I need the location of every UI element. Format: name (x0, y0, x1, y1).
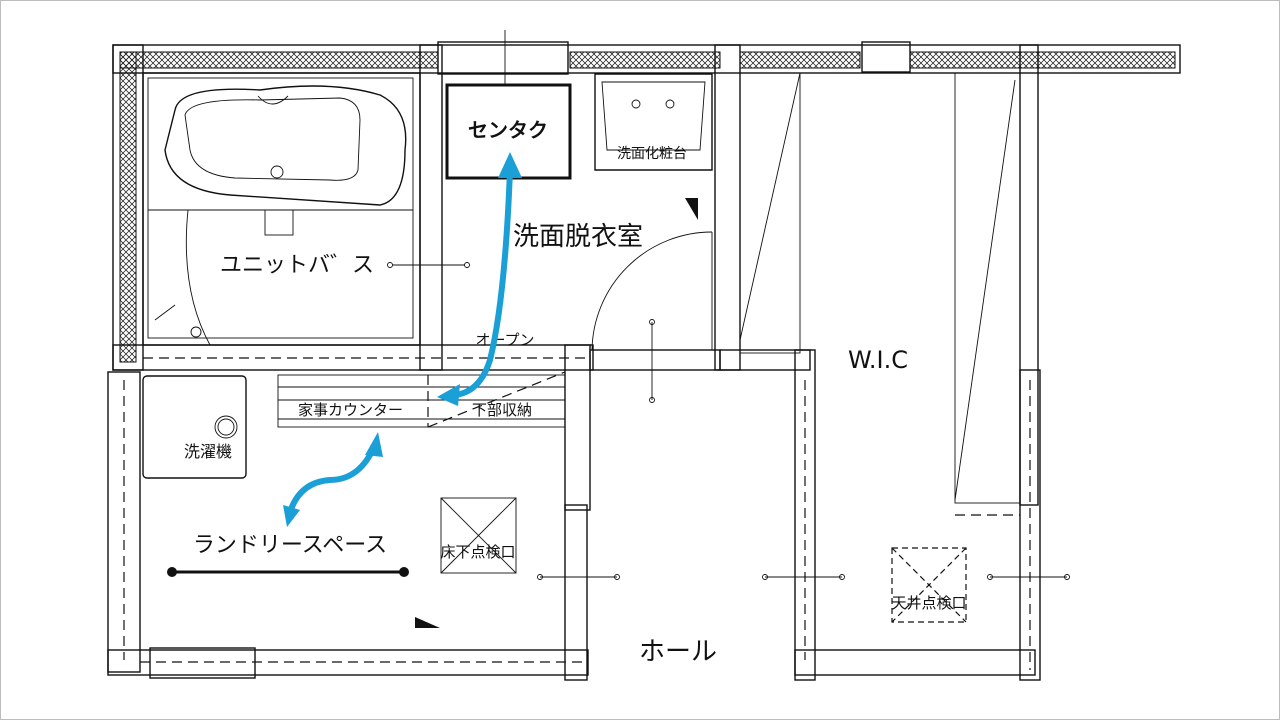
laundry-space-label: ランドリースペース (193, 533, 387, 558)
dressing-room-label: 洗面脱衣室 (513, 222, 643, 252)
underfloor-hatch-label: 床下点検口 (440, 543, 515, 561)
vanity-label: 洗面化粧台 (617, 146, 687, 162)
washer-box-label: センタク (468, 118, 548, 142)
lower-storage-label: 下部収納 (472, 401, 532, 419)
hall-label: ホール (639, 637, 717, 667)
counter-label: 家事カウンター (298, 401, 403, 419)
counter: 家事カウンター 下部収納 (277, 371, 566, 428)
open-label: オープン (475, 331, 534, 349)
unit-bath: ユニットバ゛ス (142, 72, 470, 346)
washing-machine-label: 洗濯機 (184, 442, 232, 461)
ceiling-hatch-label: 天井点検口 (891, 594, 966, 612)
clothesline-pole (167, 567, 409, 577)
wic-shelves (739, 72, 1021, 516)
unit-bath-label: ユニットバ゛ス (220, 253, 374, 278)
door-marker-icon (685, 198, 698, 220)
washer-box: センタク (445, 83, 572, 180)
flow-arrow-counter (283, 432, 383, 527)
door-swing (591, 231, 713, 351)
wic-label: W.I.C (848, 346, 908, 374)
underfloor-hatch: 床下点検口 (440, 497, 517, 574)
vanity: 洗面化粧台 (594, 73, 713, 171)
walls (107, 30, 1181, 681)
washing-machine: 洗濯機 (142, 375, 247, 479)
ceiling-hatch: 天井点検口 (891, 547, 967, 623)
door-marker-icon (415, 617, 440, 628)
dimension-marks (537, 574, 1070, 580)
flow-arrow-washer (437, 152, 522, 406)
